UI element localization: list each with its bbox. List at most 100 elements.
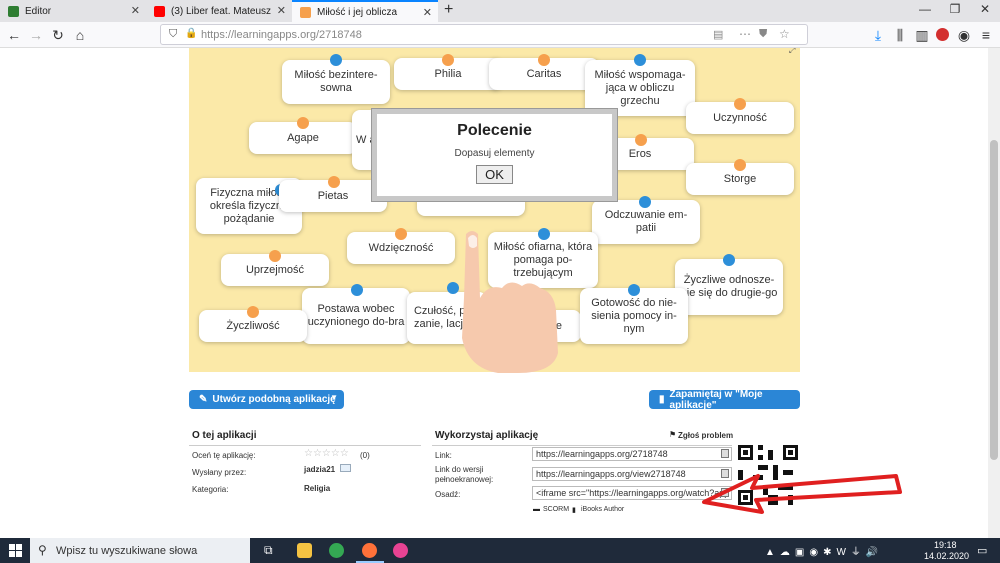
card-handle-dot[interactable] xyxy=(328,176,340,188)
system-tray-icons[interactable]: ▲☁▣◉✱W⏚🔊 xyxy=(765,547,884,558)
back-button[interactable]: ← xyxy=(7,27,21,43)
card-milosc-wspomagajaca[interactable]: Miłość wspomaga-jąca w obliczu grzechu xyxy=(585,60,695,116)
minimize-button[interactable]: — xyxy=(919,2,931,16)
tab-label: Miłość i jej oblicza xyxy=(317,6,398,18)
close-tab-icon[interactable]: ✕ xyxy=(422,7,432,19)
card-gotowosc[interactable]: Gotowość do nie-sienia pomocy in-nym xyxy=(580,288,688,344)
reader-view-icon[interactable]: ▤ xyxy=(713,29,724,41)
tab-editor[interactable]: Editor ✕ xyxy=(0,0,146,22)
author-name[interactable]: jadzia21 xyxy=(304,465,336,474)
file-explorer-icon[interactable] xyxy=(297,543,312,558)
shield-icon[interactable]: ⛉ xyxy=(169,28,178,40)
scorm-link[interactable]: SCORM xyxy=(543,506,570,513)
card-handle-dot[interactable] xyxy=(351,284,363,296)
card-handle-dot[interactable] xyxy=(330,54,342,66)
instruction-dialog: Polecenie Dopasuj elementy OK xyxy=(371,108,618,202)
task-view-icon[interactable]: ⧉ xyxy=(264,543,273,557)
app-icon[interactable] xyxy=(393,543,408,558)
close-tab-icon[interactable]: ✕ xyxy=(276,5,286,17)
card-handle-dot[interactable] xyxy=(442,54,454,66)
card-handle-dot[interactable] xyxy=(269,250,281,262)
card-handle-dot[interactable] xyxy=(538,54,550,66)
embed-field[interactable]: <iframe src="https://learningapps.org/wa… xyxy=(532,486,732,500)
remember-app-button[interactable]: ▮ Zapamiętaj w "Moje aplikacje" xyxy=(649,388,800,411)
link-label: Link: xyxy=(435,451,452,460)
fullscreen-icon[interactable]: ⤢ xyxy=(789,48,796,55)
flag-icon: ⚑ xyxy=(669,430,677,439)
home-button[interactable]: ⌂ xyxy=(75,27,85,43)
close-tab-icon[interactable]: ✕ xyxy=(130,5,140,17)
reload-button[interactable]: ↻ xyxy=(52,27,64,43)
card-handle-dot[interactable] xyxy=(297,117,309,129)
chevron-down-icon[interactable]: ▼ xyxy=(330,393,338,402)
windows-start-icon[interactable] xyxy=(9,544,22,557)
card-postawa-wobec[interactable]: Postawa wobec uczynionego do-bra xyxy=(302,288,410,344)
ok-button[interactable]: OK xyxy=(476,165,513,184)
card-label: Miłość wspomaga-jąca w obliczu grzechu xyxy=(594,68,686,107)
clock-date[interactable]: 14.02.2020 xyxy=(924,551,970,561)
create-similar-app-button[interactable]: ✎ Utwórz podobną aplikację ▼ xyxy=(189,390,344,409)
card-fizyczna-milosc[interactable]: Fizyczna miłość określa fizyczne pożądan… xyxy=(196,178,302,234)
card-handle-dot[interactable] xyxy=(247,306,259,318)
address-bar[interactable]: ⛉ 🔒 https://learningapps.org/2718748 ▤ ⋯… xyxy=(160,24,808,45)
ibooks-author-link[interactable]: iBooks Author xyxy=(581,506,625,513)
tab-learningapps[interactable]: Miłość i jej oblicza ✕ xyxy=(292,0,438,22)
copy-icon[interactable] xyxy=(721,469,729,478)
card-zyczliwe-odnoszenie[interactable]: Życzliwe odnosze-nie się do drugie-go xyxy=(675,259,783,315)
card-odczuwanie-empatii[interactable]: Odczuwanie em-patii xyxy=(592,200,700,244)
scrollbar-thumb[interactable] xyxy=(990,140,998,460)
copy-icon[interactable] xyxy=(721,449,729,458)
remember-label: Zapamiętaj w "Moje aplikacje" xyxy=(669,388,763,411)
card-milosc-ofiarna[interactable]: Miłość ofiarna, która pomaga po-trzebują… xyxy=(488,232,598,288)
account-icon[interactable]: ◉ xyxy=(957,27,971,43)
download-icon[interactable]: ⤓ xyxy=(874,27,882,43)
clock-time[interactable]: 19:18 xyxy=(934,540,957,550)
firefox-icon[interactable] xyxy=(362,543,377,558)
card-handle-dot[interactable] xyxy=(734,98,746,110)
card-philia[interactable]: Philia xyxy=(394,58,502,90)
close-window-button[interactable]: ✕ xyxy=(979,2,991,16)
card-handle-dot[interactable] xyxy=(538,228,550,240)
card-handle-dot[interactable] xyxy=(734,159,746,171)
maximize-button[interactable]: ❐ xyxy=(949,2,961,16)
youtube-icon xyxy=(154,5,165,17)
rating-stars[interactable]: ☆☆☆☆☆ xyxy=(304,448,349,459)
taskbar-search-box[interactable]: ⚲ Wpisz tu wyszukiwane słowa xyxy=(30,538,250,563)
sidebar-icon[interactable]: ▥ xyxy=(915,27,929,43)
adblock-icon[interactable] xyxy=(936,28,949,41)
pocket-icon[interactable]: ⛊ xyxy=(759,28,768,40)
navigation-bar: ← → ↻ ⌂ ⛉ 🔒 https://learningapps.org/271… xyxy=(0,22,1000,48)
matching-board: ⤢ Miłość bezintere-sowna Philia Caritas … xyxy=(189,48,800,372)
pointing-hand-icon xyxy=(462,231,558,373)
mail-icon[interactable] xyxy=(340,464,351,472)
card-label: Gotowość do nie-sienia pomocy in-nym xyxy=(591,296,677,335)
dialog-body: Polecenie Dopasuj elementy OK xyxy=(377,114,612,196)
fullscreen-link-label: Link do wersji pełnoekranowej: xyxy=(435,465,494,484)
forward-button[interactable]: → xyxy=(29,27,43,43)
link-field[interactable]: https://learningapps.org/2718748 xyxy=(532,447,732,461)
menu-icon[interactable]: ≡ xyxy=(981,27,991,43)
card-handle-dot[interactable] xyxy=(395,228,407,240)
library-icon[interactable]: ⫼ xyxy=(896,27,904,43)
card-handle-dot[interactable] xyxy=(639,196,651,208)
card-handle-dot[interactable] xyxy=(447,282,459,294)
card-handle-dot[interactable] xyxy=(628,284,640,296)
windows-taskbar: ⚲ Wpisz tu wyszukiwane słowa ⧉ ▲☁▣◉✱W⏚🔊 … xyxy=(0,538,1000,563)
card-label: Odczuwanie em-patii xyxy=(604,209,688,234)
card-handle-dot[interactable] xyxy=(634,54,646,66)
report-problem-link[interactable]: Zgłoś problem xyxy=(678,431,734,440)
lock-icon[interactable]: 🔒 xyxy=(185,28,198,39)
chrome-icon[interactable] xyxy=(329,543,344,558)
category-value[interactable]: Religia xyxy=(304,484,331,493)
card-milosc-bezinteresowna[interactable]: Miłość bezintere-sowna xyxy=(282,60,390,104)
bookmark-star-icon[interactable]: ☆ xyxy=(779,27,790,41)
fullscreen-link-field[interactable]: https://learningapps.org/view2718748 xyxy=(532,467,732,481)
notifications-icon[interactable]: ▭ xyxy=(977,545,988,557)
new-tab-button[interactable]: + xyxy=(444,1,454,18)
divider xyxy=(189,445,421,446)
about-title: O tej aplikacji xyxy=(192,430,257,441)
card-handle-dot[interactable] xyxy=(635,134,647,146)
more-actions-icon[interactable]: ⋯ xyxy=(739,27,751,41)
card-handle-dot[interactable] xyxy=(723,254,735,266)
tab-youtube[interactable]: (3) Liber feat. Mateusz Zió… ✕ xyxy=(146,0,292,22)
